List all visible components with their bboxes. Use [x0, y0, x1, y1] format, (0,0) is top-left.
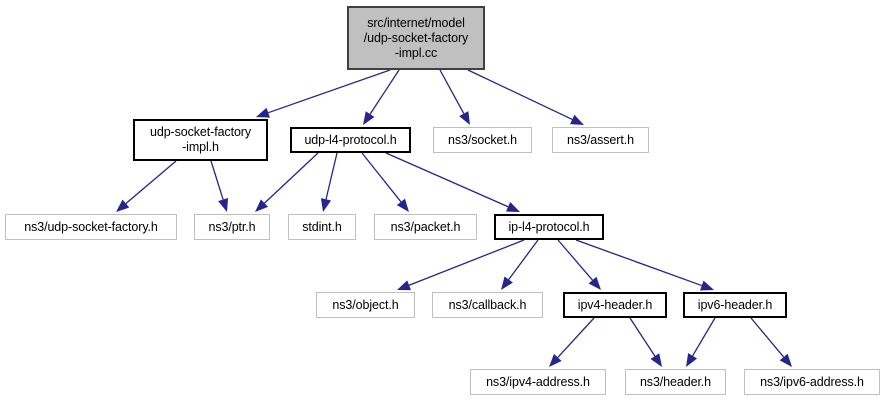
edge-line: [325, 152, 338, 200]
edge-arrowhead: [686, 353, 698, 367]
node-label: ns3/ipv4-address.h: [486, 374, 590, 389]
edge-line: [692, 317, 716, 357]
node-udpl4_h[interactable]: udp-l4-protocol.h: [290, 127, 411, 153]
edge-usfi_h-to-ns3_ptr: [210, 160, 229, 212]
edge-line: [268, 69, 391, 114]
node-ns3_ipv4addr[interactable]: ns3/ipv4-address.h: [470, 369, 606, 395]
edge-ipl4_h-to-ipv4_hdr: [557, 239, 601, 290]
edge-udpl4_h-to-ns3_packet: [361, 152, 409, 212]
node-root[interactable]: src/internet/model /udp-socket-factory -…: [347, 6, 485, 70]
edge-line: [629, 317, 656, 357]
node-ipv4_hdr[interactable]: ipv4-header.h: [563, 292, 667, 318]
edge-ipv4_hdr-to-ns3_ipv4addr: [549, 317, 595, 367]
edge-line: [575, 239, 702, 287]
node-ns3_assert[interactable]: ns3/assert.h: [552, 127, 649, 153]
edge-line: [467, 69, 573, 121]
edge-ipl4_h-to-ns3_object: [397, 239, 525, 291]
edge-line: [264, 152, 319, 204]
node-label: ip-l4-protocol.h: [508, 219, 590, 234]
edge-arrowhead: [320, 198, 332, 212]
node-ipl4_h[interactable]: ip-l4-protocol.h: [494, 214, 604, 240]
edge-root-to-ns3_assert: [467, 69, 584, 125]
node-ns3_socket[interactable]: ns3/socket.h: [433, 127, 532, 153]
node-ns3_callback[interactable]: ns3/callback.h: [432, 292, 543, 318]
node-ns3_object[interactable]: ns3/object.h: [316, 292, 415, 318]
node-label: ipv6-header.h: [697, 297, 773, 312]
edge-line: [439, 69, 465, 114]
edge-arrowhead: [506, 202, 520, 212]
node-usfi_h[interactable]: udp-socket-factory -impl.h: [133, 119, 268, 161]
node-ipv6_hdr[interactable]: ipv6-header.h: [683, 292, 787, 318]
edge-arrowhead: [116, 199, 130, 212]
edge-ipv6_hdr-to-ns3_ipv6addr: [750, 317, 792, 367]
node-label: udp-socket-factory -impl.h: [149, 125, 252, 154]
edge-line: [408, 239, 525, 286]
edge-udpl4_h-to-ipl4_h: [385, 152, 520, 212]
edge-line: [750, 317, 785, 358]
node-label: ns3/header.h: [639, 374, 712, 389]
edge-root-to-ns3_socket: [439, 69, 470, 125]
node-ns3_packet[interactable]: ns3/packet.h: [374, 214, 477, 240]
edge-line: [557, 239, 594, 281]
edge-usfi_h-to-ns3_usf: [116, 160, 177, 212]
edge-ipv4_hdr-to-ns3_header: [629, 317, 662, 367]
node-ns3_usf[interactable]: ns3/udp-socket-factory.h: [5, 214, 177, 240]
node-label: ns3/udp-socket-factory.h: [24, 219, 158, 234]
node-label: ns3/ptr.h: [208, 219, 256, 234]
edge-ipv6_hdr-to-ns3_header: [686, 317, 716, 367]
node-label: ns3/callback.h: [448, 297, 527, 312]
edge-arrowhead: [396, 198, 409, 212]
edge-arrowhead: [588, 276, 601, 290]
edge-arrowhead: [549, 353, 562, 367]
edge-arrowhead: [255, 199, 269, 212]
node-ns3_header[interactable]: ns3/header.h: [625, 369, 726, 395]
node-label: ns3/packet.h: [390, 219, 461, 234]
edge-line: [385, 152, 509, 208]
edge-root-to-udpl4_h: [363, 69, 400, 125]
node-label: ns3/object.h: [332, 297, 399, 312]
node-label: src/internet/model /udp-socket-factory -…: [363, 15, 469, 60]
node-label: stdint.h: [302, 219, 342, 234]
edge-arrowhead: [570, 114, 584, 125]
edge-line: [210, 160, 224, 200]
edge-arrowhead: [256, 107, 270, 118]
edge-line: [508, 239, 539, 280]
edge-arrowhead: [363, 111, 375, 125]
edge-arrowhead: [779, 353, 792, 367]
node-label: ns3/assert.h: [567, 132, 634, 147]
edge-ipl4_h-to-ns3_callback: [501, 239, 539, 290]
edge-arrowhead: [459, 111, 470, 125]
edge-arrowhead: [501, 276, 513, 290]
node-label: ipv4-header.h: [577, 297, 653, 312]
edge-root-to-usfi_h: [256, 69, 391, 118]
edge-arrowhead: [650, 353, 662, 367]
node-stdint[interactable]: stdint.h: [288, 214, 356, 240]
edge-line: [557, 317, 595, 358]
edge-ipl4_h-to-ipv6_hdr: [575, 239, 714, 291]
node-label: ns3/ipv6-address.h: [760, 374, 864, 389]
edge-line: [369, 69, 400, 115]
edge-line: [361, 152, 402, 203]
node-ns3_ptr[interactable]: ns3/ptr.h: [194, 214, 270, 240]
node-label: ns3/socket.h: [448, 132, 517, 147]
edge-arrowhead: [700, 280, 714, 291]
edge-arrowhead: [397, 280, 412, 291]
edge-udpl4_h-to-ns3_ptr: [255, 152, 319, 212]
edge-udpl4_h-to-stdint: [320, 152, 338, 212]
node-label: udp-l4-protocol.h: [304, 132, 397, 147]
node-ns3_ipv6addr[interactable]: ns3/ipv6-address.h: [744, 369, 880, 395]
edge-line: [125, 160, 177, 205]
edge-arrowhead: [218, 198, 229, 212]
